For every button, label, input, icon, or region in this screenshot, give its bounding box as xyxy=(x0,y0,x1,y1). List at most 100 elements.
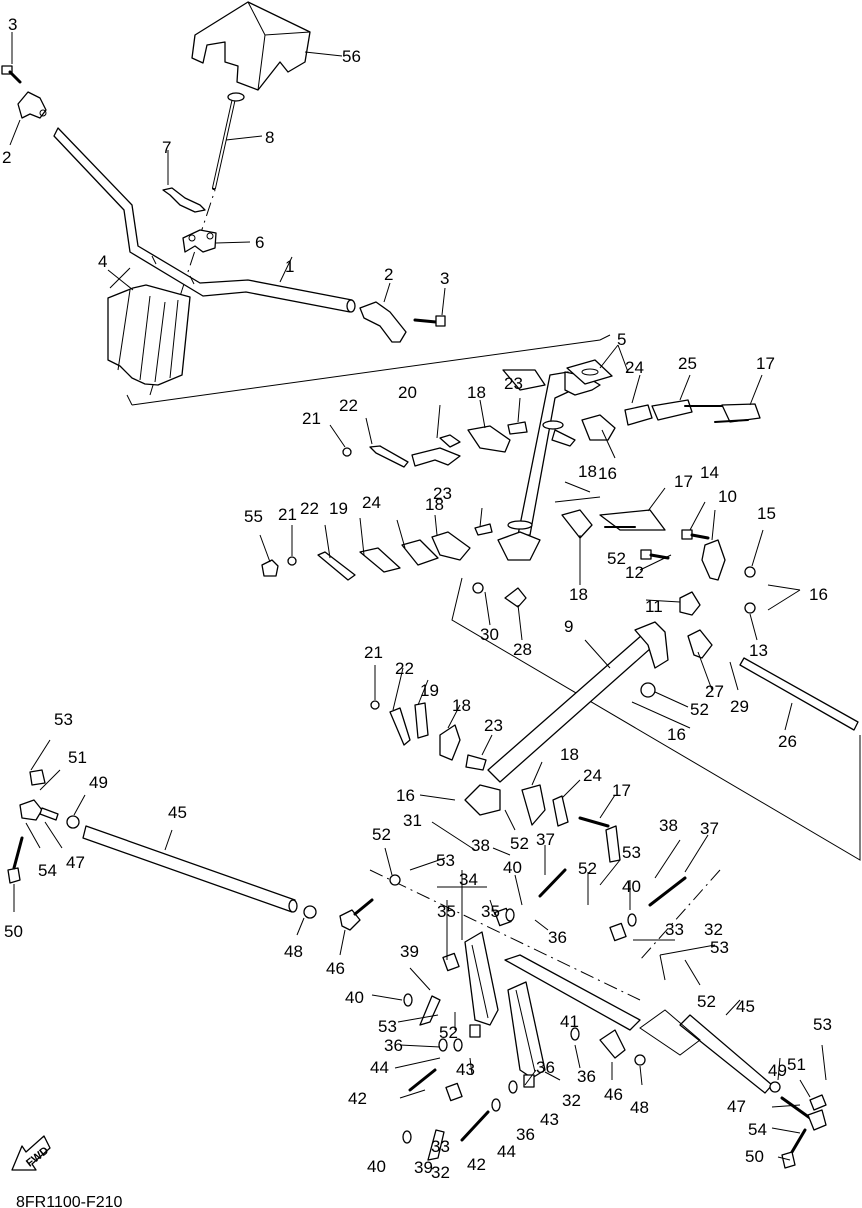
bushings-washers xyxy=(402,907,637,1144)
callout-47: 47 xyxy=(727,1097,746,1116)
callout-4: 4 xyxy=(98,252,107,271)
callout-16: 16 xyxy=(396,786,415,805)
callout-17: 17 xyxy=(756,354,775,373)
upper-link-set xyxy=(342,399,761,468)
wire-clamp xyxy=(162,187,206,213)
callout-12: 12 xyxy=(625,563,644,582)
callout-20: 20 xyxy=(398,383,417,402)
callout-54: 54 xyxy=(38,861,57,880)
callout-26: 26 xyxy=(778,732,797,751)
tie-rod-end-47-left xyxy=(7,769,80,884)
lower-link-set xyxy=(261,509,666,581)
callout-6: 6 xyxy=(255,233,264,252)
callout-40: 40 xyxy=(345,988,364,1007)
callout-52: 52 xyxy=(690,700,709,719)
drag-link-41 xyxy=(504,954,641,1031)
callout-52: 52 xyxy=(578,859,597,878)
tie-rod-45-left xyxy=(82,825,298,913)
callout-18: 18 xyxy=(452,696,471,715)
tie-rod-45-right xyxy=(639,1009,773,1094)
grip-bolt-left xyxy=(1,65,22,84)
callout-56: 56 xyxy=(342,47,361,66)
callout-38: 38 xyxy=(659,816,678,835)
callout-37: 37 xyxy=(536,830,555,849)
handlebar-assembly-bracket xyxy=(131,334,611,406)
callout-labels: 1 2 2 3 3 4 5 6 7 8 9 10 11 12 13 14 15 … xyxy=(2,15,832,1182)
callout-39: 39 xyxy=(414,1158,433,1177)
tie-rod-end-28-30 xyxy=(472,582,527,608)
callout-23: 23 xyxy=(484,716,503,735)
collar-11 xyxy=(679,591,701,616)
callout-27: 27 xyxy=(705,682,724,701)
callout-2: 2 xyxy=(2,148,11,167)
callout-41: 41 xyxy=(560,1012,579,1031)
callout-18: 18 xyxy=(425,495,444,514)
callout-48: 48 xyxy=(284,942,303,961)
callout-47: 47 xyxy=(66,853,85,872)
bolts-12-14 xyxy=(640,529,710,560)
steering-column xyxy=(497,369,601,561)
handlebar-holder-upper xyxy=(182,229,217,253)
callout-37: 37 xyxy=(700,819,719,838)
callout-36: 36 xyxy=(548,928,567,947)
callout-36: 36 xyxy=(536,1058,555,1077)
column-plate xyxy=(566,359,613,385)
callout-44: 44 xyxy=(497,1142,516,1161)
callout-28: 28 xyxy=(513,640,532,659)
link-group-left xyxy=(370,700,487,771)
callout-16: 16 xyxy=(809,585,828,604)
callout-18: 18 xyxy=(578,462,597,481)
callout-16: 16 xyxy=(667,725,686,744)
callout-24: 24 xyxy=(625,358,644,377)
callout-36: 36 xyxy=(577,1067,596,1086)
callout-25: 25 xyxy=(678,354,697,373)
callout-53: 53 xyxy=(54,710,73,729)
callout-52: 52 xyxy=(697,992,716,1011)
callout-18: 18 xyxy=(467,383,486,402)
handlebar-cover xyxy=(191,1,311,91)
callout-23: 23 xyxy=(433,484,452,503)
handlebar xyxy=(53,127,356,313)
callout-49: 49 xyxy=(768,1061,787,1080)
callout-36: 36 xyxy=(384,1036,403,1055)
relay-shaft xyxy=(464,621,669,816)
callout-16: 16 xyxy=(598,464,617,483)
callout-10: 10 xyxy=(718,487,737,506)
callout-36: 36 xyxy=(516,1125,535,1144)
drawing-code: 8FR1100-F210 xyxy=(16,1194,123,1208)
callout-32: 32 xyxy=(704,920,723,939)
nuts-13-15 xyxy=(744,566,756,614)
callout-52: 52 xyxy=(372,825,391,844)
arm-right-18-17 xyxy=(521,784,621,863)
callout-8: 8 xyxy=(265,128,274,147)
callout-40: 40 xyxy=(503,858,522,877)
alignment-lines xyxy=(126,189,861,1001)
callout-3: 3 xyxy=(8,15,17,34)
callout-11: 11 xyxy=(645,597,663,616)
callout-52: 52 xyxy=(607,549,626,568)
tie-rod-end-right xyxy=(599,1029,827,1169)
callout-50: 50 xyxy=(4,922,23,941)
callout-21: 21 xyxy=(364,643,383,662)
callout-21: 21 xyxy=(302,409,321,428)
callout-7: 7 xyxy=(162,138,171,157)
callout-9: 9 xyxy=(564,617,573,636)
callout-30: 30 xyxy=(480,625,499,644)
callout-22: 22 xyxy=(300,499,319,518)
callout-35: 35 xyxy=(437,902,456,921)
callout-53: 53 xyxy=(622,843,641,862)
grip-end-right xyxy=(359,301,407,343)
fwd-arrow-icon: FWD xyxy=(11,1135,51,1171)
bracket-10 xyxy=(701,539,726,581)
callout-13: 13 xyxy=(749,641,768,660)
callout-46: 46 xyxy=(604,1085,623,1104)
callout-18: 18 xyxy=(569,585,588,604)
callout-2: 2 xyxy=(384,265,393,284)
leader-lines xyxy=(13,267,827,1161)
pitman-arm-34 xyxy=(464,931,499,1026)
callout-40: 40 xyxy=(367,1157,386,1176)
callout-42: 42 xyxy=(467,1155,486,1174)
callout-48: 48 xyxy=(630,1098,649,1117)
callout-45: 45 xyxy=(736,997,755,1016)
